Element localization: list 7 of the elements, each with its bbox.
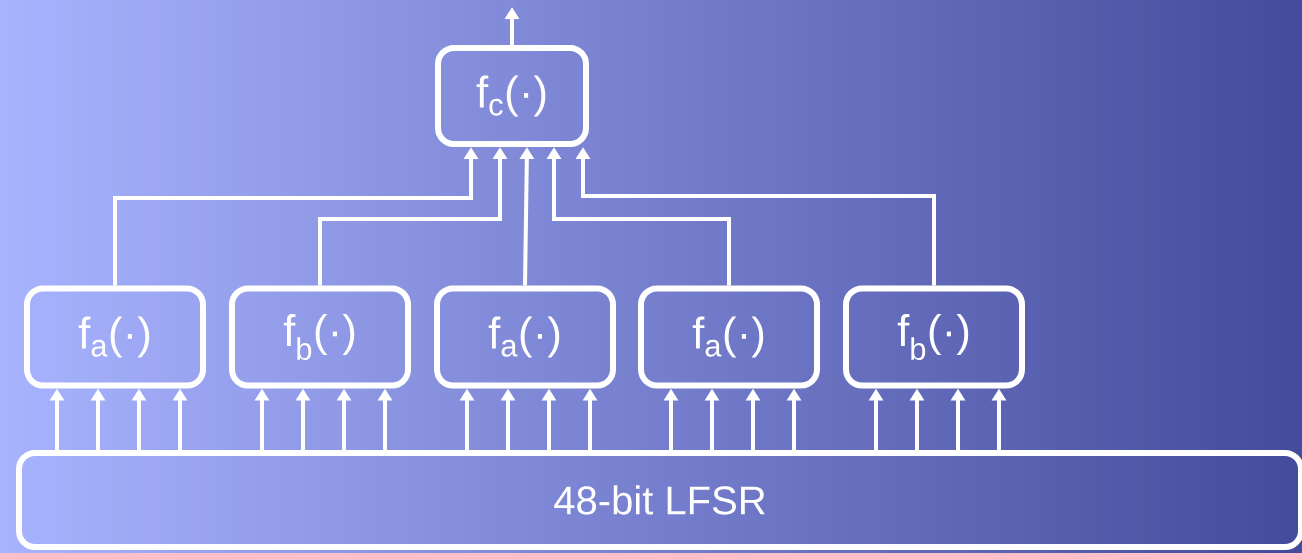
- function-box: f$_{a}$(·): [24, 285, 206, 389]
- function-box: f$_{a}$(·): [434, 285, 616, 389]
- register-box: 48-bit LFSR: [16, 450, 1302, 550]
- function-box: f$_{b}$(·): [843, 285, 1025, 389]
- function-box: f$_{a}$(·): [638, 285, 820, 389]
- function-box: f$_{c}$(·): [435, 45, 589, 147]
- function-box: f$_{b}$(·): [229, 285, 411, 389]
